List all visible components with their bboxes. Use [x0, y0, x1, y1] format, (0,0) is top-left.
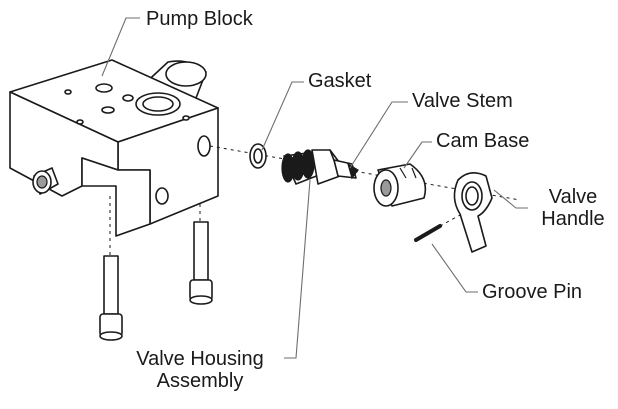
leader-groove-pin [431, 243, 478, 293]
label-valve-stem: Valve Stem [412, 90, 513, 112]
valve-stem [333, 159, 359, 180]
groove-pin [414, 213, 463, 242]
cam-base [373, 163, 427, 207]
bolt-left [99, 255, 123, 341]
label-valve-housing-line1: Valve Housing [136, 348, 264, 370]
valve-housing-assembly [281, 149, 343, 185]
leader-valve-stem [349, 101, 408, 169]
leader-cam-base [403, 141, 432, 169]
label-valve-handle-line1: Valve [548, 186, 598, 208]
leader-valve-housing [284, 179, 311, 359]
label-valve-housing-line2: Assembly [156, 370, 244, 392]
label-valve-handle-line2: Handle [541, 208, 605, 230]
label-valve-housing-assembly: Valve Housing Assembly [118, 348, 282, 392]
leader-pump-block [101, 17, 140, 77]
pump-block [9, 59, 219, 237]
label-valve-handle: Valve Handle [532, 186, 614, 230]
leader-valve-handle [493, 189, 528, 209]
leader-gasket [261, 81, 304, 151]
valve-handle [453, 172, 493, 253]
bolt-right [189, 221, 213, 305]
label-cam-base: Cam Base [436, 130, 530, 152]
label-pump-block: Pump Block [146, 8, 253, 30]
label-groove-pin: Groove Pin [482, 281, 583, 303]
label-gasket: Gasket [308, 70, 372, 92]
